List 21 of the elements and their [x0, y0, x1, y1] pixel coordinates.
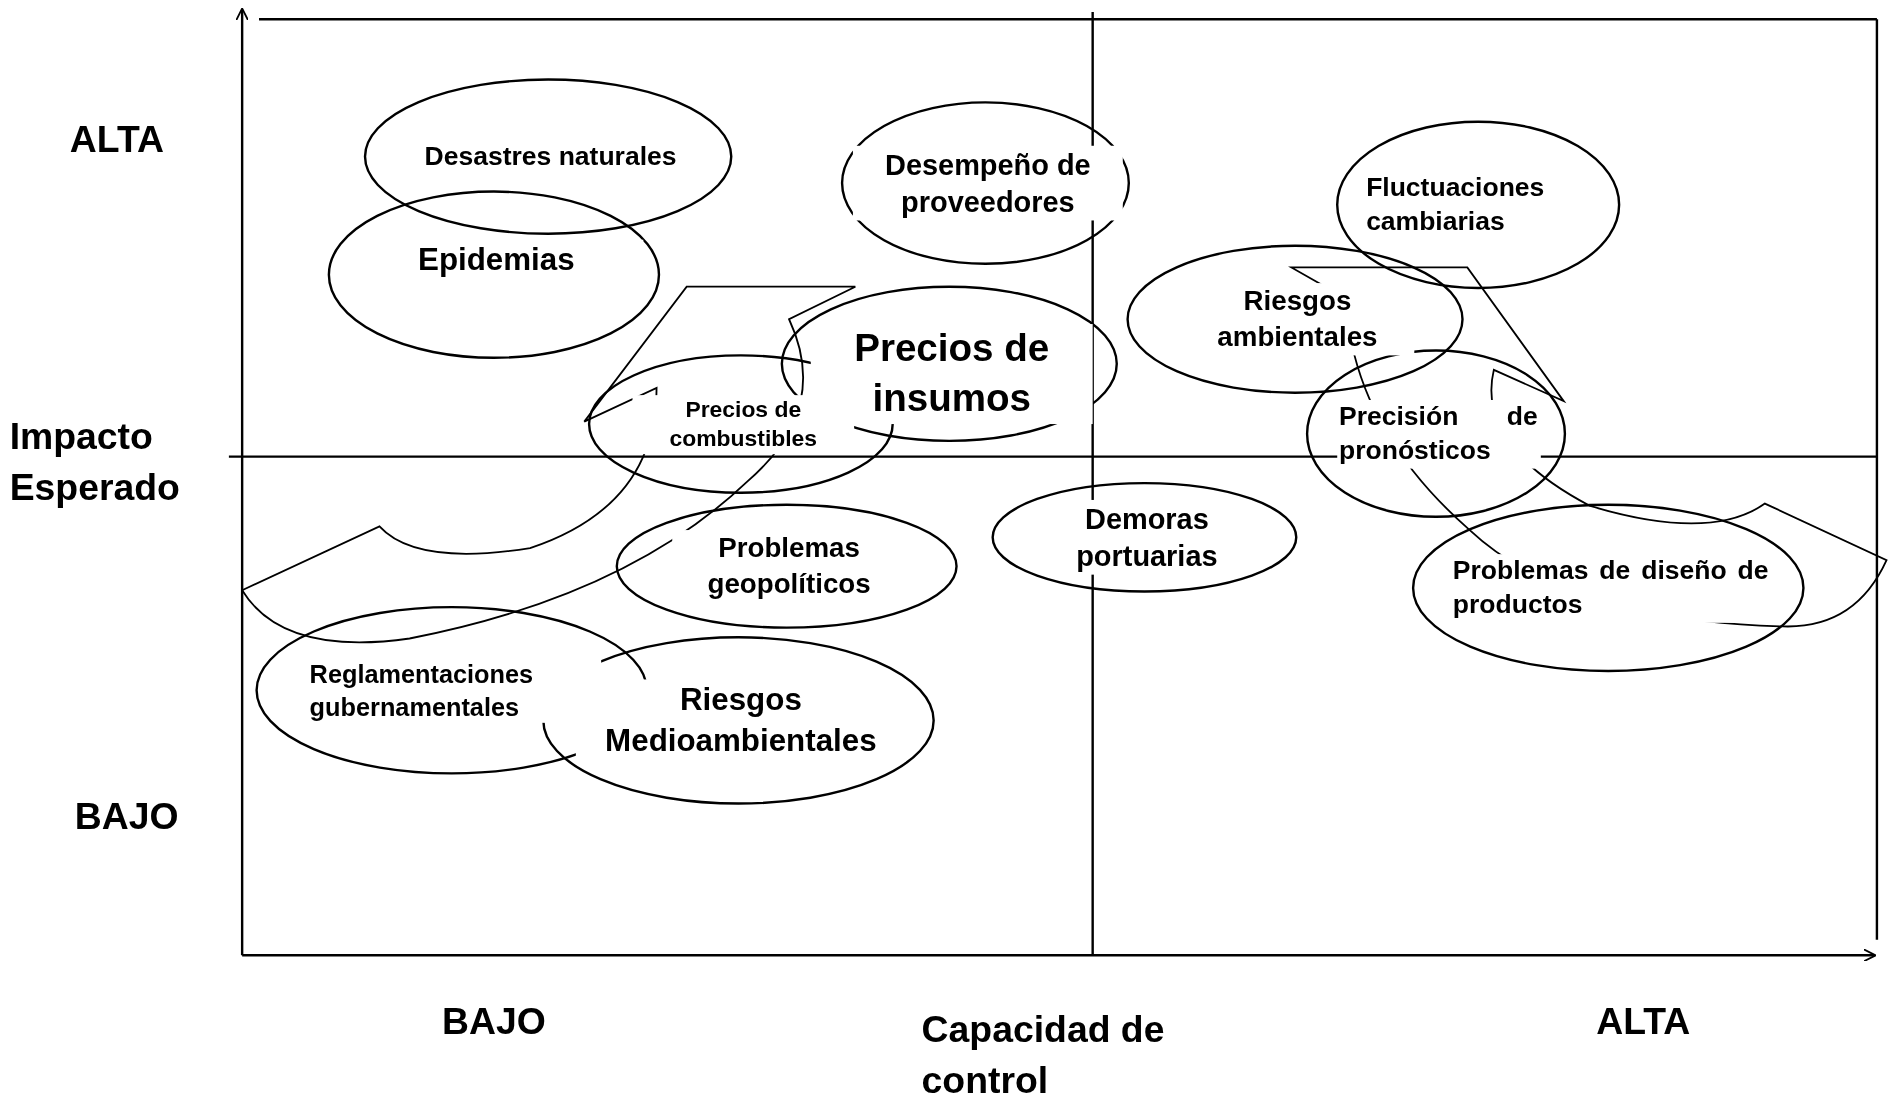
risk-ellipse [991, 481, 1298, 593]
axis-level-label: BAJO [442, 998, 547, 1045]
risk-label: Precios de combustibles [632, 394, 855, 454]
risk-label: Reglamentaciones gubernamentales [307, 657, 602, 723]
risk-label: Precios de insumos [810, 323, 1093, 424]
risk-ellipse [327, 190, 661, 359]
axis-title: Impacto Esperado [9, 414, 181, 511]
risk-label: Precisión de pronósticos [1336, 399, 1541, 469]
risk-ellipse [1126, 244, 1464, 394]
axis-title: Capacidad de control [921, 1007, 1166, 1098]
risk-ellipse [542, 636, 935, 805]
risk-ellipse [840, 101, 1130, 266]
risk-ellipse [1336, 120, 1621, 290]
risk-ellipse [615, 503, 958, 629]
risk-label: Desempeño de proveedores [852, 145, 1123, 221]
risk-ellipse [1411, 503, 1805, 673]
axis-level-label: BAJO [74, 794, 180, 840]
axis-level-label: ALTA [1596, 998, 1692, 1045]
risk-ellipse [1305, 349, 1567, 518]
risk-ellipse [363, 78, 733, 235]
axis-level-label: ALTA [69, 117, 165, 163]
